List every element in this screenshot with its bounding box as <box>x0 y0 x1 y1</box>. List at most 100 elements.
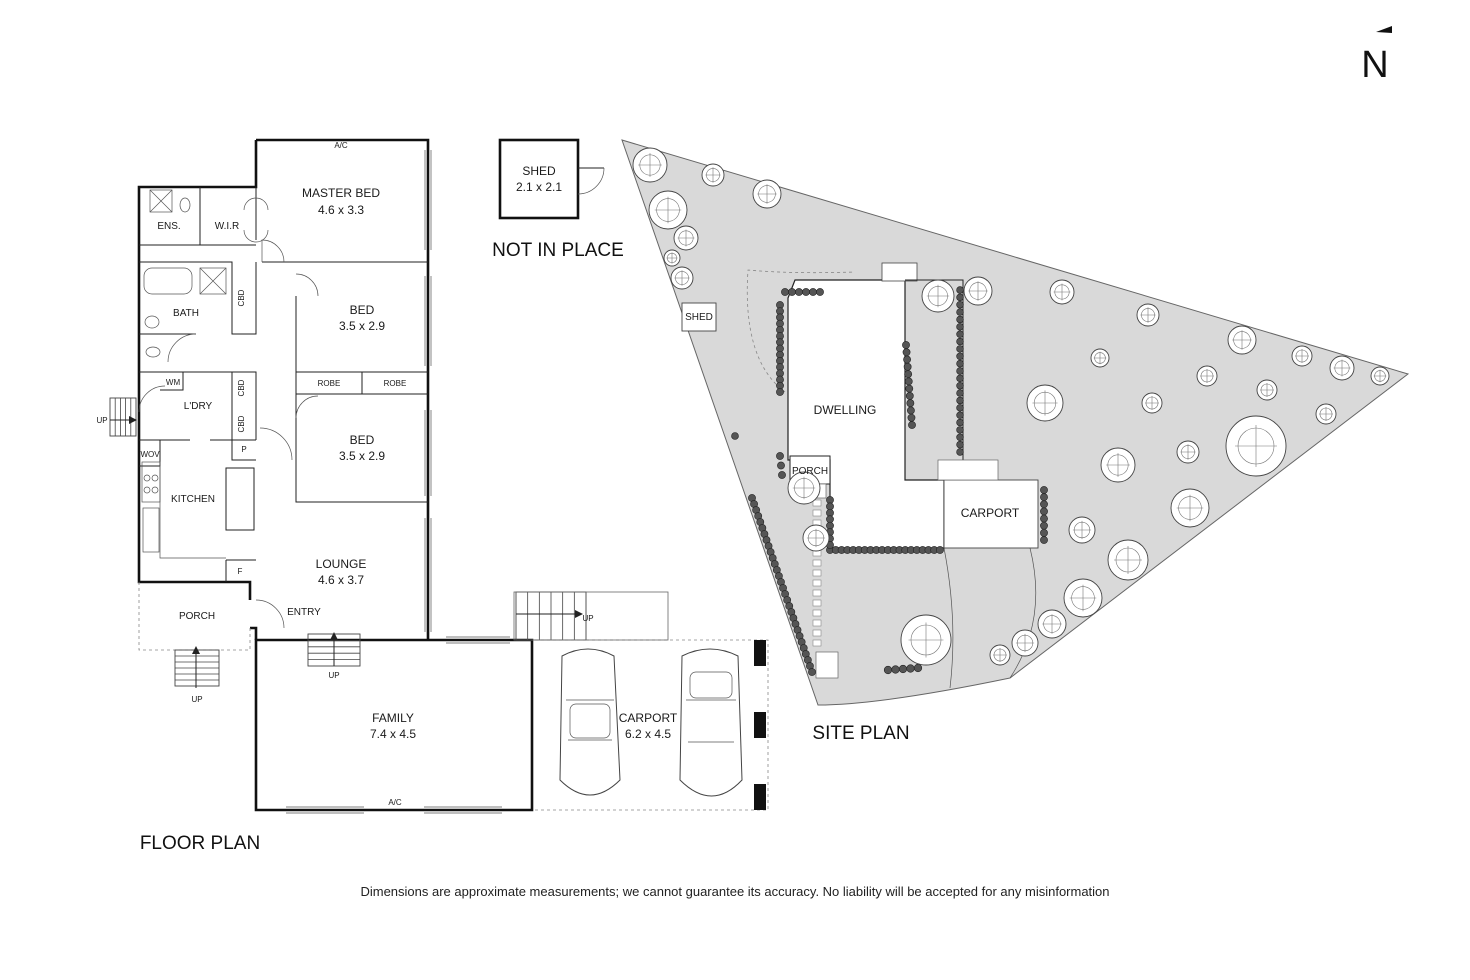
tree-icon <box>648 190 688 230</box>
laundry-label: L'DRY <box>184 401 213 412</box>
hedge-shrub <box>777 461 785 470</box>
hedge-shrub <box>956 286 964 294</box>
tree-icon <box>1136 303 1160 327</box>
hedge-shrub <box>936 546 944 554</box>
site-carport <box>943 479 1039 549</box>
east-wall <box>256 138 430 640</box>
laundry-steps <box>109 397 137 437</box>
bed-2-name: BED <box>350 303 375 317</box>
stepping-stone <box>812 619 822 627</box>
door-swing <box>259 427 293 461</box>
site-deck-steps <box>937 459 999 481</box>
car-icon <box>559 648 621 796</box>
porch-steps <box>174 649 220 687</box>
hedges <box>731 286 1048 676</box>
stepping-stones <box>812 499 822 647</box>
up-label: UP <box>191 695 202 704</box>
kitchen-label: KITCHEN <box>171 494 215 505</box>
hedge-shrub <box>788 288 796 296</box>
hedge-shrub <box>808 668 816 676</box>
hedge-shrub <box>956 345 964 353</box>
wall <box>139 333 257 440</box>
carport-name: CARPORT <box>619 711 678 725</box>
shed-dims: 2.1 x 2.1 <box>516 180 562 194</box>
family-walls <box>254 638 534 812</box>
hedge-shrub <box>1040 536 1048 544</box>
hedge-shrub <box>956 293 964 302</box>
tree-icon <box>1196 365 1218 387</box>
hedge-shrub <box>956 308 964 316</box>
stepping-stone <box>812 569 822 577</box>
tree-icon <box>1225 415 1287 477</box>
north-compass: N <box>1361 26 1392 86</box>
tree-icon <box>1068 516 1096 544</box>
master-bed-dims: 4.6 x 3.3 <box>318 203 364 217</box>
hedge-shrub <box>802 288 810 296</box>
hedge-shrub <box>956 448 964 456</box>
wm-label: WM <box>166 378 181 387</box>
wall <box>295 296 428 503</box>
wir-bifold-door <box>243 197 269 243</box>
hedge-shrub <box>956 352 964 360</box>
shed-name: SHED <box>522 164 556 178</box>
tree-icon <box>632 147 668 183</box>
kitchen-island <box>225 467 255 531</box>
up-label: UP <box>96 416 107 425</box>
entry-door-swing <box>255 599 285 629</box>
master-bed-name: MASTER BED <box>302 186 380 200</box>
up-label: UP <box>582 614 593 623</box>
hedge-shrub <box>1040 493 1048 502</box>
hedge-shrub <box>956 330 964 338</box>
hedge-shrub <box>776 452 784 460</box>
hedge-shrub <box>781 288 789 296</box>
bed-3-dims: 3.5 x 2.9 <box>339 449 385 463</box>
robe-walls <box>296 371 428 395</box>
hedge-shrub <box>776 388 784 396</box>
carport-post <box>754 640 766 666</box>
tree-icon <box>1063 578 1103 618</box>
toilet-icon <box>145 346 161 358</box>
hedge-shrub <box>956 301 964 309</box>
ensuite-label: ENS. <box>157 221 180 232</box>
door-swing <box>295 395 319 419</box>
hedge-shrub <box>731 432 739 440</box>
shower-icon <box>149 189 173 213</box>
porch-label: PORCH <box>179 611 215 622</box>
hedge-shrub <box>956 396 964 405</box>
cbd-label: CBD <box>237 379 246 396</box>
hedge-shrub <box>891 665 900 674</box>
tree-icon <box>1026 384 1064 422</box>
hedge-shrub <box>904 370 913 378</box>
hedge-shrub <box>956 426 964 434</box>
hedge-shrub <box>956 359 964 368</box>
hedge-shrub <box>956 323 964 331</box>
ac-bottom-label: A/C <box>388 798 402 807</box>
family-dims: 7.4 x 4.5 <box>370 727 416 741</box>
hedge-shrub <box>826 496 834 504</box>
tree-icon <box>1291 345 1313 367</box>
wov-label: WOV <box>140 450 160 459</box>
lounge-name: LOUNGE <box>316 557 367 571</box>
hedge-shrub <box>1040 528 1048 537</box>
cbd-walls <box>231 372 256 461</box>
tree-icon <box>900 614 952 666</box>
stepping-stone <box>812 599 822 607</box>
site-shed <box>681 302 717 332</box>
site-plan-heading: SITE PLAN <box>812 723 909 744</box>
hedge-shrub <box>904 377 913 386</box>
hedge-shrub <box>907 406 915 415</box>
north-arrow-icon <box>1376 26 1392 33</box>
compass-label: N <box>1361 44 1388 86</box>
tree-icon <box>1037 609 1067 639</box>
garden-path <box>746 269 856 393</box>
tree-icon <box>787 471 821 505</box>
bed-2-dims: 3.5 x 2.9 <box>339 319 385 333</box>
site-plan: DWELLING PORCH CARPORT SHED SITE PLAN <box>621 139 1410 744</box>
lounge-dims: 4.6 x 3.7 <box>318 573 364 587</box>
hedge-shrub <box>956 440 964 449</box>
floor-plan: A/C MASTER BED 4.6 x 3.3 ENS. W.I.R BATH… <box>96 138 769 854</box>
cooktop-icon <box>141 461 161 503</box>
hedge-shrub <box>903 355 911 364</box>
hedge-shrub <box>898 664 908 674</box>
